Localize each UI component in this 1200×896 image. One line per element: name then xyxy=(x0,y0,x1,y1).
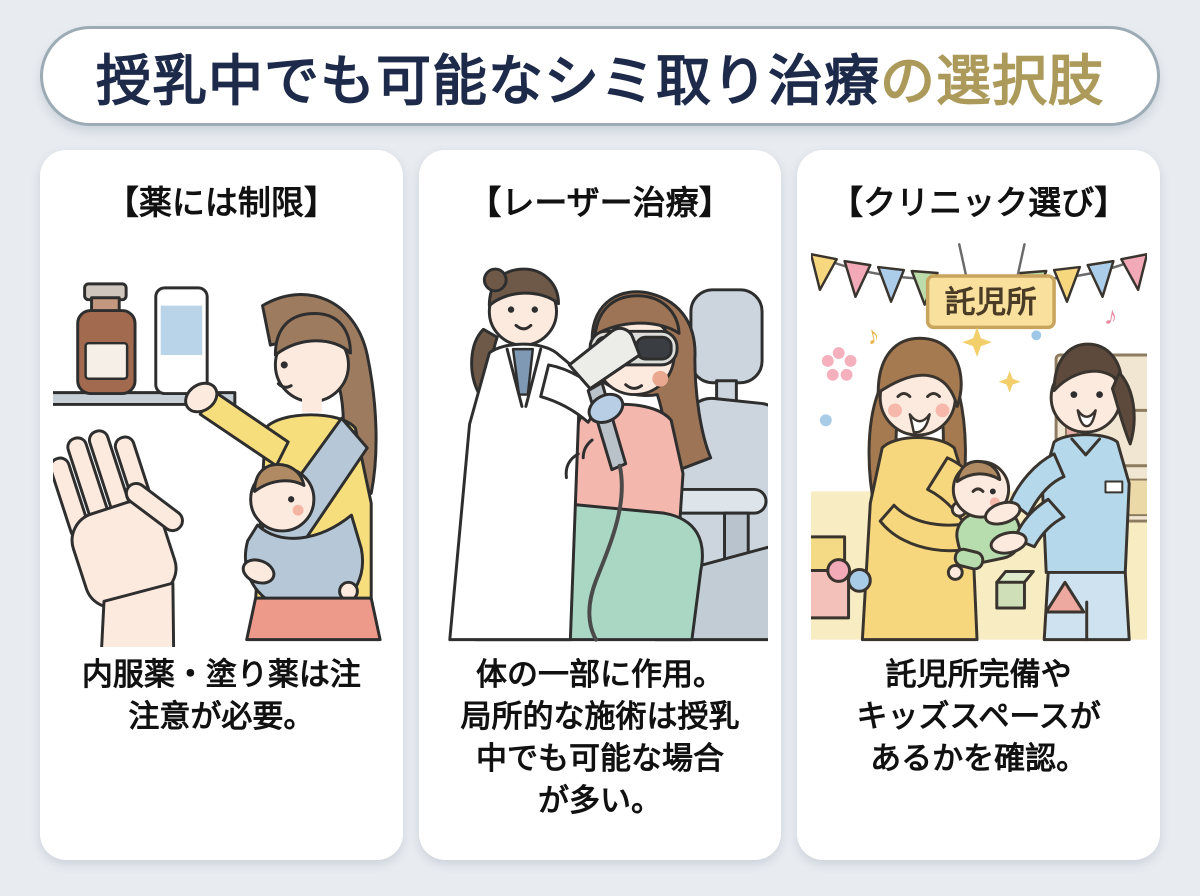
clinic-illustration: 託児所 xyxy=(810,243,1147,642)
ointment-tube-icon xyxy=(154,286,209,396)
caption-line: 託児所完備や xyxy=(885,657,1072,692)
card-laser-heading: 【レーザー治療】 xyxy=(468,184,732,221)
page-title: 授乳中でも可能なシミ取り治療の選択肢 xyxy=(96,36,1104,116)
medication-illustration xyxy=(53,282,382,647)
laser-illustration-wrap xyxy=(431,234,770,650)
mother-figure xyxy=(860,336,1004,642)
doctor-figure xyxy=(448,267,606,642)
shelf xyxy=(53,391,237,406)
caption-line: 中でも可能な場合 xyxy=(476,741,724,777)
clinic-illustration-wrap: 託児所 xyxy=(809,234,1148,650)
toys-icon xyxy=(825,558,1085,614)
page-title-main: 授乳中でも可能なシミ取り治療 xyxy=(95,51,880,112)
laser-handpiece-icon xyxy=(567,327,642,642)
stop-hand-icon xyxy=(53,429,185,647)
caption-line: キッズスペースが xyxy=(856,699,1101,735)
card-medication-caption: 内服薬・塗り薬は注 注意が必要。 xyxy=(82,654,361,738)
mother-figure xyxy=(184,293,382,642)
caption-line: 注意が必要。 xyxy=(128,699,315,735)
caption-line: 体の一部に作用。 xyxy=(476,657,724,692)
music-note-icon: ♪ xyxy=(1102,302,1120,332)
title-banner: 授乳中でも可能なシミ取り治療の選択肢 xyxy=(40,26,1160,126)
cards-row: 【薬には制限】 xyxy=(40,150,1161,860)
card-laser-treatment: 【レーザー治療】 xyxy=(418,150,782,860)
caption-line: あるかを確認。 xyxy=(870,741,1088,777)
medicine-bottle-icon xyxy=(76,282,137,396)
caption-line: が多い。 xyxy=(538,783,662,819)
card-clinic-choice: 【クリニック選び】 xyxy=(797,150,1161,860)
laser-illustration xyxy=(448,267,768,642)
medication-illustration-wrap xyxy=(52,234,391,650)
card-medication-restriction: 【薬には制限】 xyxy=(40,150,403,860)
page-title-accent: の選択肢 xyxy=(880,51,1105,112)
clinic-staff-figure xyxy=(983,342,1136,642)
nursery-sign-text: 託児所 xyxy=(945,285,1037,320)
music-note-icon: ♪ xyxy=(863,321,881,351)
nursery-sign: 託児所 xyxy=(925,243,1056,330)
card-clinic-caption: 託児所完備や キッズスペースが あるかを確認。 xyxy=(857,654,1101,780)
card-laser-caption: 体の一部に作用。 局所的な施術は授乳 中でも可能な場合 が多い。 xyxy=(461,654,740,823)
card-medication-heading: 【薬には制限】 xyxy=(105,184,337,221)
sparkle-decorations-icon: ♪ ♪ xyxy=(819,302,1120,427)
card-clinic-heading: 【クリニック選び】 xyxy=(830,184,1128,221)
caption-line: 内服薬・塗り薬は注 xyxy=(81,657,361,692)
caption-line: 局所的な施術は授乳 xyxy=(460,699,740,735)
